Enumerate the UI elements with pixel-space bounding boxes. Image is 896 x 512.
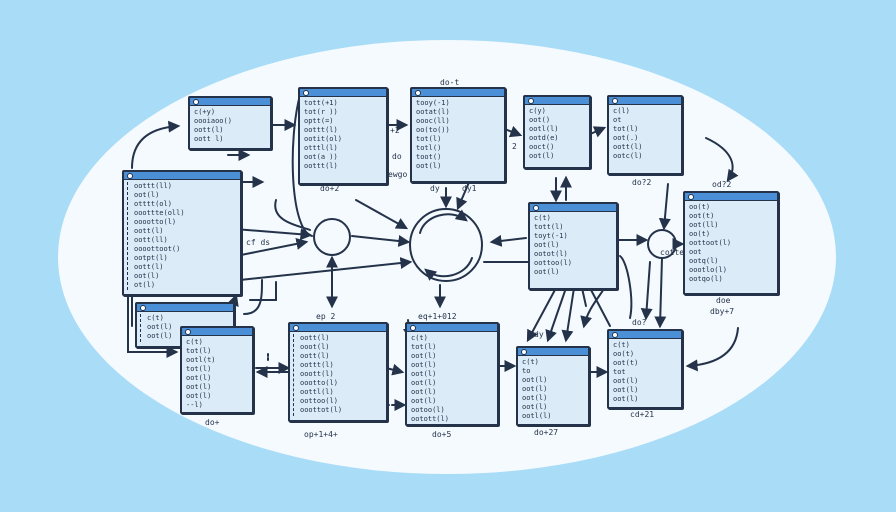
arrow-38 — [385, 363, 405, 376]
code-window-g[interactable]: oott(l) ooot(l) oott(l) oottt(l) ooott(l… — [288, 322, 388, 422]
label-dy: dy — [430, 184, 440, 193]
label-center-a: cf ds — [246, 238, 271, 247]
label-dy1: dy1 — [462, 184, 477, 193]
label-do15: do+5 — [432, 430, 452, 439]
node-circle-left — [313, 218, 351, 256]
arrow-28 — [640, 261, 653, 321]
curve-arrow-top-left — [131, 120, 181, 169]
label-dby: dby+7 — [710, 307, 735, 316]
code-window-f[interactable]: c(t) tot(l) ootl(t) tot(l) oot(l) oot(l)… — [180, 326, 254, 414]
label-eq: eq+1+012 — [418, 312, 457, 321]
code-window-h[interactable]: c(t) tot(l) oot(l) oot(l) oot(l) oot(l) … — [405, 322, 499, 426]
arrow-33 — [581, 287, 587, 307]
arrow-34 — [589, 287, 611, 327]
arrow-30 — [526, 287, 557, 343]
curve-arrow-bottom-right — [685, 327, 739, 372]
code-window-c[interactable]: tooy(-1) ootat(l) oooc(ll) oo(to()) tot(… — [410, 87, 506, 183]
label-op14: op+1+4+ — [304, 430, 338, 439]
label-do-arrow: do+ — [205, 418, 220, 427]
arrow-44 — [127, 295, 179, 358]
label-do-f2: do+2 — [320, 184, 340, 193]
arrow-48 — [249, 281, 277, 301]
label-dy6: dy 6 — [534, 330, 554, 339]
label-do27: do+27 — [534, 428, 559, 437]
arrow-10 — [274, 199, 311, 231]
code-window-right[interactable]: oo(t) oot(t) oot(ll) oo(t) oottoot(l) oo… — [683, 191, 779, 295]
node-circle-cycle — [409, 208, 483, 282]
code-window-i[interactable]: c(t) to oot(l) oot(l) oot(l) oot(l) ootl… — [516, 346, 590, 426]
label-cotte: cotte — [660, 248, 685, 257]
label-ep2: ep 2 — [316, 312, 336, 321]
label-do2: do?2 — [632, 178, 652, 187]
curve-arrow-top-right — [705, 137, 739, 182]
arrow-27 — [654, 257, 667, 329]
arrow-16 — [489, 234, 527, 247]
arrow-18 — [239, 257, 413, 281]
arrow-35 — [619, 255, 633, 319]
arrow-31 — [545, 287, 567, 343]
label-od: od?2 — [712, 180, 732, 189]
code-window-j[interactable]: c(t) oo(t) oot(t) tot oot(l) oot(l) oot(… — [607, 329, 683, 409]
code-window-center[interactable]: c(t) tott(l) toyt(-1) oot(l) ootot(l) oo… — [528, 202, 618, 290]
arrow-11 — [291, 94, 313, 237]
label-ewgo: ewgo — [388, 170, 408, 179]
label-do2b: do — [392, 152, 402, 161]
code-window-b[interactable]: tott(+1) tot(r )) optt(=) oottt(l) ootit… — [298, 87, 388, 185]
label-p2: +2 — [390, 126, 400, 135]
arrow-12 — [351, 235, 411, 247]
arrow-32 — [561, 287, 575, 343]
label-b12: 2 — [512, 142, 517, 151]
arrow-13 — [355, 199, 409, 230]
label-do21: cd+21 — [630, 410, 655, 419]
arrow-14 — [456, 179, 471, 211]
arrow-26 — [658, 183, 671, 231]
label-dt2: do? — [632, 318, 647, 327]
arrow-47 — [243, 279, 263, 315]
code-window-a[interactable]: c(+y) oooiaoo() oott(l) oott l) — [188, 96, 272, 150]
code-window-d[interactable]: c(y) oot() ootl(l) ootd(e) ooct() oot(l) — [523, 95, 591, 169]
code-window-left[interactable]: oottt(ll) oot(l) otttt(ol) ooottte(oll) … — [122, 170, 242, 296]
label-do-t: do-t — [440, 78, 460, 87]
code-window-e[interactable]: c(l) ot tot(l) oot(.) oott(l) ootc(l) — [607, 95, 683, 175]
label-doe: doe — [716, 296, 731, 305]
